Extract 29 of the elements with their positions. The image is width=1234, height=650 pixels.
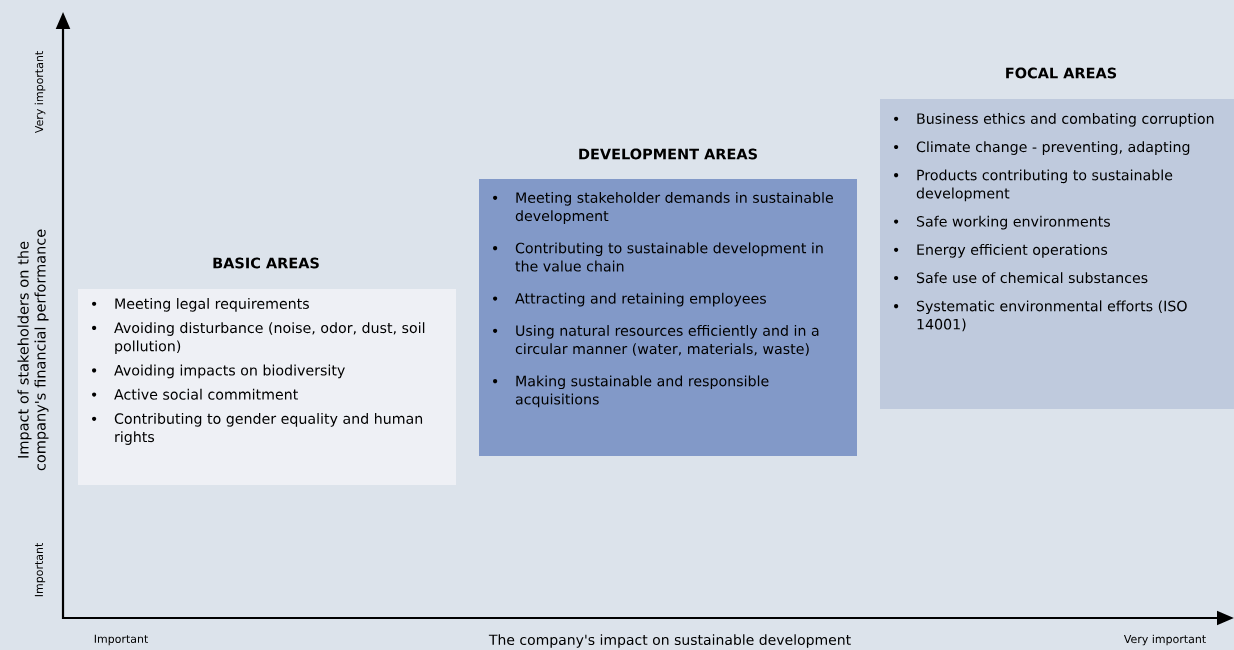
- area-heading: BASIC AREAS: [213, 257, 319, 269]
- node-label: Active social commitment: [114, 388, 298, 400]
- node-label: Products contributing to sustainable development: [916, 169, 1173, 202]
- node-label: Contributing to gender equality and human rights: [114, 412, 423, 445]
- node-label: Safe use of chemical substances: [916, 272, 1148, 284]
- axis-tick-label: Important: [34, 543, 46, 597]
- area-box: Meeting legal requirements Avoiding disturbance (noise, odor, dust, soil pollution) Avoiding impacts on biodiversity Active social commitment Contributing to gender equality and human rights: [78, 289, 456, 485]
- node-label: Using natural resources efficiently and in a circular manner (water, materials, waste): [515, 324, 819, 356]
- node-label: Meeting legal requirements: [115, 297, 309, 312]
- node-label: Climate change - preventing, adapting: [916, 141, 1190, 155]
- node-label: Avoiding impacts on biodiversity: [114, 364, 345, 379]
- axis-tick-label: Very important: [34, 51, 46, 134]
- axis-title: Impact of stakeholders on the company's financial performance: [17, 229, 49, 471]
- node-label: Contributing to sustainable development in the value chain: [515, 242, 823, 272]
- node-label: Meeting stakeholder demands in sustainable development: [515, 191, 833, 224]
- node-label: Avoiding disturbance (noise, odor, dust, soil pollution): [114, 322, 425, 355]
- node-label: Making sustainable and responsible acquisitions: [515, 375, 769, 408]
- area-heading: DEVELOPMENT AREAS: [579, 148, 757, 160]
- area-heading: FOCAL AREAS: [1006, 67, 1117, 79]
- node-label: Energy efficient operations: [917, 243, 1108, 258]
- axis-title: The company's impact on sustainable development: [488, 634, 851, 648]
- node-label: Attracting and retaining employees: [515, 292, 766, 307]
- area-box: Business ethics and combating corruption Climate change - preventing, adapting Products contributing to sustainable development Safe working environments Energy efficient operations Safe use of chemical substances Systematic environmental efforts (ISO 14001): [880, 99, 1234, 409]
- area-box: Meeting stakeholder demands in sustainable development Contributing to sustainable development in the value chain Attracting and retaining employees Using natural resources efficiently and in a circular manner (water, materials, waste) Making sustainable and responsible acquisitions: [479, 179, 857, 456]
- node-label: Business ethics and combating corruption: [917, 112, 1214, 127]
- node-label: Systematic environmental efforts (ISO 14001): [916, 300, 1187, 332]
- node-label: Safe working environments: [916, 215, 1110, 230]
- axis-tick-label: Important: [94, 634, 148, 646]
- axis-tick-label: Very important: [1123, 634, 1206, 646]
